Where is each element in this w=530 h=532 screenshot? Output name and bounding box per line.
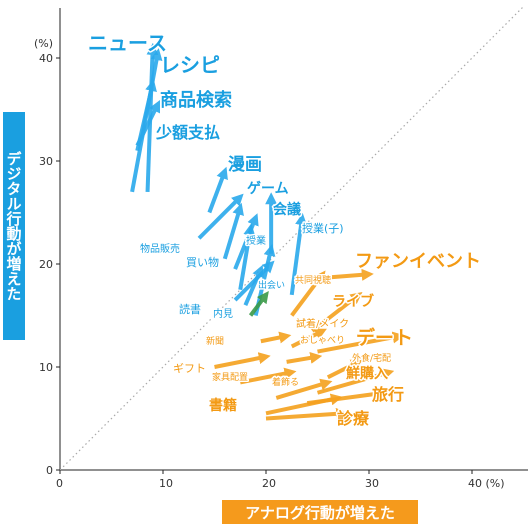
x-tick-label: 40 (%) [468,477,505,490]
digital-label: レシピ [160,53,220,77]
y-tick-label: 40 [39,52,53,65]
digital-label: 商品検索 [160,89,232,111]
digital-arrow [222,202,244,260]
analog-arrow [265,407,349,421]
analog-label: 鮮購入 [346,365,388,382]
digital-label: 授業(子) [302,221,344,235]
digital-label: ゲーム [247,180,289,197]
digital-label: 内見 [213,307,233,320]
analog-arrow [311,291,363,333]
analog-arrow [275,378,333,400]
analog-arrow [265,393,343,416]
y-tick-label: 20 [39,258,53,271]
analog-label: 試着/メイク [296,317,349,330]
mixed-arrow [248,291,269,317]
arrows [130,42,405,421]
analog-label: 外食/宅配 [352,352,391,364]
y-unit-label: (%) [34,37,53,50]
analog-arrow [214,352,271,369]
x-tick-label: 10 [159,477,173,490]
digital-arrow [135,100,160,147]
analog-label: 共同視聴 [295,274,331,286]
x-tick-label: 0 [56,477,63,490]
digital-label: 読書 [179,302,201,316]
analog-arrow [286,351,323,364]
analog-label: 診療 [337,409,370,428]
y-tick-label: 0 [46,464,53,477]
digital-arrow [289,212,308,296]
analog-arrow [326,359,363,380]
y-tick-label: 30 [39,155,53,168]
diagonal-reference-line [59,6,524,471]
digital-label: 会議 [273,201,301,218]
y-tick-label: 10 [39,361,53,374]
analog-label: ギフト [173,362,206,375]
digital-label: 出会い [258,279,285,291]
digital-label: 授業 [246,234,266,247]
x-tick-label: 30 [365,477,379,490]
x-axis-label: アナログ行動が増えた [245,503,395,522]
digital-arrow [233,260,275,302]
digital-arrow [243,264,264,306]
analog-arrow [290,328,327,349]
y-axis-label: デジタル行動が増えた [4,151,23,301]
analog-arrow [301,268,374,282]
x-axis-label-box [222,500,418,524]
digital-label: 買い物 [186,255,219,269]
analog-label: デート [356,326,413,349]
analog-label: 家具配置 [212,371,248,383]
digital-arrow [238,223,256,291]
digital-label: 漫画 [228,154,262,175]
analog-label: 着飾る [272,376,299,388]
digital-label: 少額支払 [155,123,220,142]
analog-arrow [239,367,297,385]
analog-label: 新聞 [206,335,224,347]
analog-label: おしゃべり [300,335,345,346]
digital-label: 物品販売 [140,242,180,255]
analog-arrow [317,331,405,354]
analog-label: ライブ [332,293,374,310]
y-axis-label-box [3,112,25,340]
analog-label: 書籍 [209,397,237,414]
analog-arrow [290,270,326,317]
digital-label: ニュース [88,31,167,55]
digital-arrow [207,166,228,214]
analog-arrow [260,331,292,344]
x-tick-label: 20 [262,477,276,490]
axes: 0 10 20 30 40 (%) 0 10 20 30 40 (%) [34,6,528,490]
analog-label: ファンイベント [355,251,481,272]
analog-label: 旅行 [372,385,404,404]
